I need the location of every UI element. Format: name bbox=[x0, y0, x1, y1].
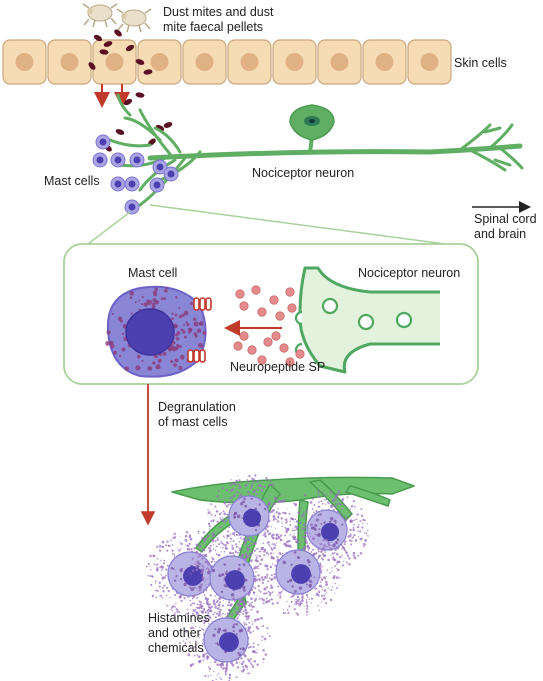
mast-cell bbox=[129, 152, 145, 168]
nociceptor-neuron-label: Nociceptor neuron bbox=[252, 166, 355, 180]
histamines-label: Histamines and other chemicals bbox=[148, 611, 210, 655]
neuropeptide-label: Neuropeptide SP bbox=[230, 360, 326, 374]
mast-cell bbox=[124, 199, 140, 215]
mast-cell bbox=[145, 530, 234, 616]
pellet bbox=[99, 49, 109, 55]
pellet bbox=[135, 92, 145, 98]
sp-receptor bbox=[193, 297, 212, 311]
degranulating-mast-cells bbox=[145, 474, 369, 681]
skin-cell bbox=[2, 39, 47, 85]
pellet bbox=[143, 69, 153, 75]
pellet bbox=[123, 98, 133, 106]
skin-cell bbox=[227, 39, 272, 85]
mast-cell bbox=[95, 134, 111, 150]
spinal-cord-label: Spinal cord and brain bbox=[474, 212, 537, 241]
dust-mite-icon bbox=[116, 8, 152, 33]
neuropeptide-sp bbox=[233, 285, 305, 367]
skin-cell bbox=[272, 39, 317, 85]
mast-cell bbox=[152, 159, 168, 175]
pellet bbox=[135, 59, 145, 65]
mast-cell bbox=[206, 474, 292, 558]
mast-cell bbox=[110, 176, 126, 192]
mast-cell bbox=[149, 177, 165, 193]
mast-cell bbox=[110, 152, 126, 168]
mast-cell bbox=[182, 596, 271, 681]
mast-cell bbox=[124, 176, 140, 192]
pellet bbox=[93, 34, 103, 42]
pellet bbox=[114, 29, 122, 37]
skin-cell bbox=[317, 39, 362, 85]
skin-cell bbox=[407, 39, 452, 85]
skin-cell bbox=[182, 39, 227, 85]
mast-cell bbox=[253, 528, 341, 616]
skin-cell-layer bbox=[2, 39, 452, 85]
pellet bbox=[115, 129, 125, 135]
pellet bbox=[163, 122, 173, 128]
mast-cell bbox=[163, 166, 179, 182]
dust-mite-icon bbox=[82, 3, 118, 28]
mast-cell-detail-label: Mast cell bbox=[128, 266, 178, 280]
pellet bbox=[103, 41, 113, 47]
skin-cell bbox=[137, 39, 182, 85]
pellet bbox=[125, 44, 135, 52]
degranulation-label: Degranulation of mast cells bbox=[158, 400, 236, 429]
sp-receptor bbox=[187, 349, 206, 363]
nociceptor-detail-label: Nociceptor neuron bbox=[358, 266, 461, 280]
mast-cell-detail bbox=[105, 285, 207, 378]
dust-mites-label: Dust mites and dust mite faecal pellets bbox=[163, 5, 274, 34]
skin-cell bbox=[362, 39, 407, 85]
skin-cell bbox=[47, 39, 92, 85]
skin-cells-label: Skin cells bbox=[454, 56, 507, 70]
pellet bbox=[88, 62, 96, 70]
mast-cell bbox=[284, 488, 369, 572]
mast-cells bbox=[92, 134, 179, 215]
mast-cells-label: Mast cells bbox=[44, 174, 100, 188]
mast-cell bbox=[92, 152, 108, 168]
